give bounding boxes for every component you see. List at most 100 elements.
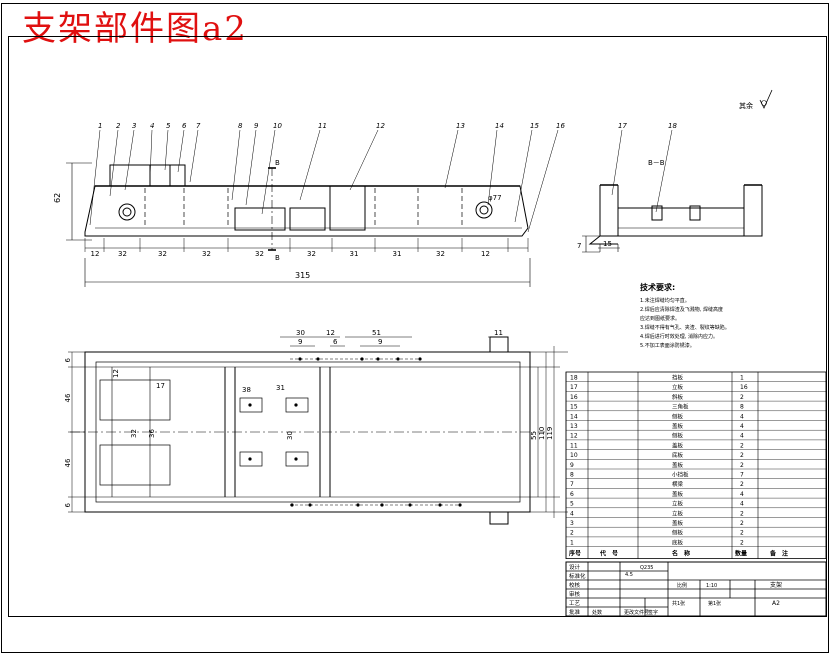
bom-name: 盖板	[672, 461, 684, 469]
dim-text: 32	[158, 250, 167, 258]
part-label: 12	[376, 122, 385, 130]
leader-line	[124, 129, 135, 191]
side-section-view	[588, 184, 763, 245]
dim-text: 36	[148, 429, 156, 438]
bolt-hole	[316, 357, 320, 361]
bom-qty: 2	[740, 452, 744, 459]
bom-no: 11	[570, 442, 578, 449]
title-block-footer-cell: 签字	[648, 609, 658, 616]
bom-name: 盖板	[672, 422, 684, 430]
part-label: 13	[456, 122, 465, 130]
table-row: 6 盖板 4	[566, 490, 826, 499]
sheet-size: A2	[772, 600, 780, 607]
bom-no: 13	[570, 423, 578, 430]
dim-text: 31	[393, 250, 402, 258]
front-height-dim-text: 62	[53, 193, 62, 203]
bom-qty: 4	[740, 423, 744, 430]
dim-text: 30	[296, 329, 305, 337]
bom-no: 12	[570, 433, 578, 440]
drawing-name: 支架	[770, 581, 782, 589]
bom-no: 9	[570, 462, 574, 469]
dim-text: 12	[326, 329, 335, 337]
bolt-hole	[408, 503, 412, 507]
scale-label: 比例	[677, 582, 687, 589]
bolt-hole	[248, 403, 252, 407]
part-label: 5	[166, 122, 171, 130]
bom-name: 立板	[672, 500, 684, 508]
dim-text: 32	[202, 250, 211, 258]
overall-dim-text: 315	[295, 271, 310, 280]
material-text: Q235	[640, 565, 653, 571]
leader-line	[527, 129, 559, 233]
dim-text: 32	[118, 250, 127, 258]
title-block-footer-cell: 处数	[592, 609, 602, 616]
inner-frame	[8, 36, 827, 617]
dim-text: 9	[378, 338, 382, 346]
bom-qty: 4	[740, 413, 744, 420]
dim-text: 17	[156, 382, 165, 390]
bolt-hole	[294, 457, 298, 461]
sheet-total: 共1张	[672, 600, 685, 607]
bom-qty: 4	[740, 491, 744, 498]
leader-line	[231, 129, 241, 201]
bom-name: 横梁	[672, 480, 684, 488]
leader-line	[299, 129, 321, 201]
bom-name: 盖板	[672, 490, 684, 498]
bom-qty: 2	[740, 530, 744, 537]
part-label: 10	[273, 122, 282, 130]
title-block	[565, 561, 827, 617]
bom-name: 侧板	[672, 529, 684, 537]
dim-text: 6	[64, 503, 72, 508]
title-block-row-label: 批准	[569, 608, 581, 616]
bom-name: 小挡板	[672, 471, 689, 479]
part-label: 4	[150, 122, 154, 130]
bom-name: 立板	[672, 383, 684, 391]
part-label: 9	[254, 122, 259, 130]
dim-text: 46	[64, 393, 72, 402]
bolt-hole	[290, 503, 294, 507]
leader-line	[89, 129, 101, 226]
bom-name: 挡板	[672, 374, 684, 382]
bom-no: 6	[570, 491, 574, 498]
bom-no: 17	[570, 384, 578, 391]
hole-diameter-right: φ77	[488, 194, 502, 202]
top-view-holes	[248, 357, 462, 507]
bom-header-cell: 数量	[735, 550, 747, 558]
bolt-hole	[294, 403, 298, 407]
bom-header-cell: 备 注	[769, 550, 788, 558]
tech-req-item-2: 2.焊后应清除焊渣及飞溅物, 焊缝高度	[640, 306, 723, 313]
leader-line	[349, 129, 379, 191]
dim-text: 12	[481, 250, 490, 258]
table-row: 17 立板 16	[566, 383, 826, 392]
sheet-number: 第1张	[708, 600, 721, 607]
overall-dimension	[84, 258, 531, 287]
section-title: B－B	[648, 159, 665, 167]
scale-value: 1:10	[706, 583, 717, 589]
leader-line	[149, 129, 153, 179]
part-label: 7	[196, 122, 201, 130]
part-label: 6	[182, 122, 187, 130]
dim-text: 9	[298, 338, 302, 346]
bom-qty: 16	[740, 384, 748, 391]
bom-name: 底板	[672, 451, 684, 459]
bom-qty: 8	[740, 404, 744, 411]
part-label: 11	[318, 122, 327, 130]
title-block-row-label: 设计	[569, 563, 581, 571]
dim-text: 30	[286, 431, 294, 440]
title-block-row-label: 审核	[569, 590, 581, 598]
bom-no: 15	[570, 404, 578, 411]
dim-text: 55	[530, 431, 538, 440]
bom-name: 底板	[672, 538, 684, 546]
table-row: 13 盖板 4	[566, 422, 826, 431]
technical-requirements: 技术要求: 1.未注焊缝均匀平直。 2.焊后应清除焊渣及飞溅物, 焊缝高度 应达…	[640, 282, 730, 349]
bom-header-cell: 序号	[568, 550, 581, 558]
